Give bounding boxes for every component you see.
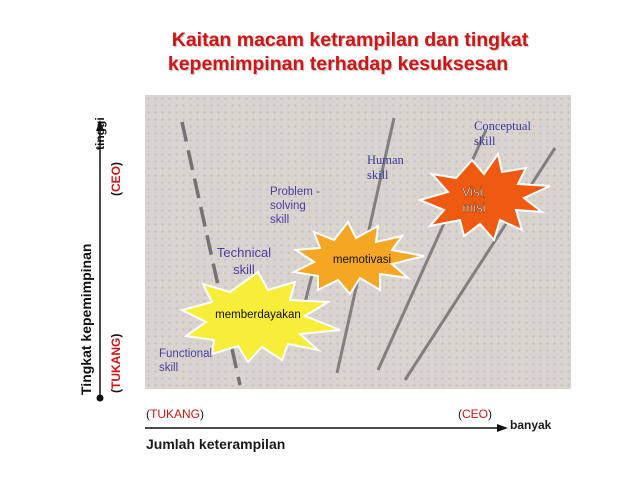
y-axis-origin-dot bbox=[96, 394, 104, 402]
x-axis-left-role: (TUKANG) bbox=[146, 407, 204, 421]
technical-skill-line-2: skill bbox=[233, 262, 255, 277]
title-line-2: kepemimpinan terhadap kesuksesan bbox=[167, 53, 509, 75]
x-right-close-paren: ) bbox=[488, 407, 493, 421]
x-axis-right-role: (CEO) bbox=[458, 407, 492, 421]
human-skill-line-1: Human bbox=[367, 153, 404, 167]
burst-visi-misi bbox=[416, 151, 551, 243]
problem-solving-line-3: skill bbox=[270, 214, 290, 226]
problem-solving-line-2: solving bbox=[270, 200, 306, 212]
conceptual-skill-label: Conceptual skill bbox=[474, 119, 531, 149]
burst-visi-text: Visi, bbox=[462, 184, 486, 199]
x-right-open-paren: ( bbox=[458, 407, 462, 421]
functional-skill-label: Functional skill bbox=[159, 347, 212, 375]
y-bottom-close-paren: ) bbox=[109, 333, 123, 338]
y-top-role-text: CEO bbox=[109, 165, 123, 192]
conceptual-skill-line-1: Conceptual bbox=[474, 119, 531, 133]
y-bottom-open-paren: ( bbox=[109, 389, 123, 393]
x-axis-label: Jumlah keterampilan bbox=[146, 436, 286, 452]
y-axis-top-role: (CEO) bbox=[109, 162, 123, 196]
burst-memberdayakan-text: memberdayakan bbox=[215, 309, 301, 321]
x-axis-right-label: banyak bbox=[510, 418, 552, 432]
human-skill-line-2: skill bbox=[367, 168, 389, 182]
burst-memberdayakan bbox=[179, 270, 341, 364]
human-skill-label: Human skill bbox=[367, 153, 404, 183]
x-left-close-paren: ) bbox=[200, 407, 205, 421]
y-bottom-role-text: TUKANG bbox=[109, 337, 123, 389]
burst-memotivasi-text: memotivasi bbox=[333, 254, 391, 266]
functional-technical-boundary-line bbox=[180, 121, 242, 386]
x-left-role-text: TUKANG bbox=[150, 407, 201, 421]
y-axis-label: Tingkat kepemimpinan bbox=[78, 243, 94, 395]
burst-memotivasi bbox=[290, 220, 425, 296]
functional-skill-line-2: skill bbox=[159, 362, 179, 374]
conceptual-skill-line-2: skill bbox=[474, 134, 496, 148]
title-line-1: Kaitan macam ketrampilan dan tingkat bbox=[171, 29, 529, 51]
y-axis-arrowhead bbox=[96, 120, 104, 131]
y-axis-top-label: tinggi bbox=[93, 117, 107, 150]
burst-misi-text: misi bbox=[462, 200, 485, 215]
problem-solving-line-1: Problem - bbox=[270, 186, 320, 198]
technical-skill-line-1: Technical bbox=[216, 245, 272, 260]
technical-skill-label: Technical skill bbox=[212, 244, 276, 278]
y-top-close-paren: ) bbox=[109, 161, 123, 166]
problem-solving-skill-label: Problem - solving skill bbox=[270, 185, 320, 227]
x-left-open-paren: ( bbox=[146, 407, 150, 421]
y-top-open-paren: ( bbox=[109, 192, 123, 196]
x-right-role-text: CEO bbox=[462, 407, 489, 421]
y-axis-bottom-role: (TUKANG) bbox=[109, 334, 123, 393]
x-axis-arrowhead bbox=[497, 424, 508, 432]
functional-skill-line-1: Functional bbox=[159, 348, 213, 360]
